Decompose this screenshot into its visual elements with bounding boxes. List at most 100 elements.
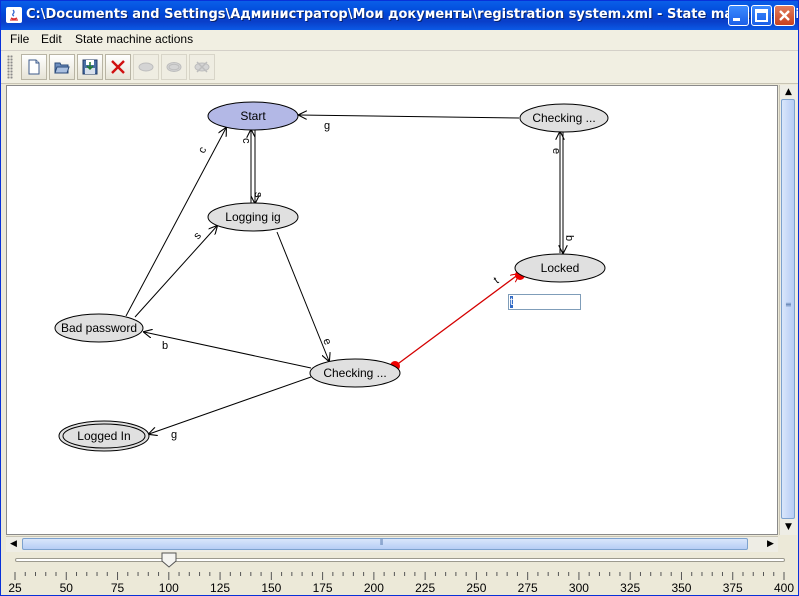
new-icon (28, 59, 40, 75)
horizontal-scroll-thumb[interactable]: ⦀ (22, 538, 748, 550)
transition-bad-password-to-start[interactable]: c (125, 128, 226, 317)
save-button[interactable] (77, 54, 103, 80)
zoom-panel: 25 50 75 100 125 150 175 200 225 250 275 300 325 350 3… (1, 552, 798, 595)
close-button[interactable] (774, 5, 795, 26)
transition-checking-top-to-start[interactable]: g (299, 115, 520, 132)
new-button[interactable] (21, 54, 47, 80)
grip-icon: ≡ (785, 300, 792, 309)
zoom-tick-label: 200 (363, 581, 384, 595)
zoom-tick-label: 275 (517, 581, 538, 595)
toolbar-grip[interactable] (7, 55, 13, 79)
zoom-slider-thumb[interactable] (161, 552, 177, 568)
diagram-canvas[interactable]: g s c b e c s (6, 85, 778, 535)
save-icon (82, 59, 98, 75)
toolbar (1, 51, 798, 84)
zoom-slider-track[interactable] (15, 558, 785, 562)
transition-label: e (550, 148, 562, 154)
zoom-tick-label: 350 (671, 581, 692, 595)
state-bad-password[interactable]: Bad password (54, 313, 144, 343)
scroll-up-arrow-icon[interactable]: ▲ (785, 87, 792, 97)
state-diagram[interactable]: g s c b e c s (7, 86, 777, 534)
state-label: Checking ... (323, 366, 386, 380)
zoom-tick-label: 250 (466, 581, 487, 595)
transition-start-to-logging[interactable]: s (252, 130, 264, 203)
zoom-tick-label: 100 (158, 581, 179, 595)
state-checking-mid[interactable]: Checking ... (309, 358, 401, 388)
state-label: Logging ig (225, 210, 280, 224)
delete-button[interactable] (105, 54, 131, 80)
menu-state-machine-actions[interactable]: State machine actions (75, 32, 194, 46)
state-logged-in[interactable]: Logged In (58, 420, 150, 452)
zoom-tick-label: 175 (312, 581, 333, 595)
transition-checking-top-to-locked[interactable]: b (563, 132, 575, 253)
zoom-tick-label: 150 (261, 581, 282, 595)
transition-label: s (252, 192, 264, 198)
state-label: Start (240, 109, 266, 123)
state-locked[interactable]: Locked (514, 253, 606, 283)
transition-label: b (563, 235, 575, 241)
title-bar[interactable]: C:\Documents and Settings\Администратор\… (1, 1, 798, 30)
horizontal-scrollbar[interactable]: ◀ ⦀ ▶ (6, 536, 778, 552)
state-logging[interactable]: Logging ig (207, 202, 299, 232)
transition-locked-to-checking-top[interactable]: e (550, 132, 562, 253)
maximize-button[interactable] (751, 5, 772, 26)
grip-icon: ⦀ (380, 538, 384, 547)
transition-label: s (191, 230, 204, 242)
zoom-tick-label: 375 (722, 581, 743, 595)
transition-label: c (240, 138, 252, 144)
scroll-right-arrow-icon[interactable]: ▶ (767, 539, 774, 549)
transition-label: g (171, 429, 177, 441)
add-state-icon (138, 62, 154, 72)
transition-logging-to-checking-mid[interactable]: e (276, 231, 334, 361)
delete-icon (111, 60, 125, 74)
window-title: C:\Documents and Settings\Администратор\… (26, 7, 799, 22)
close-icon (779, 10, 790, 21)
state-label: Logged In (77, 429, 130, 443)
add-final-state-icon (166, 62, 182, 72)
minimize-button[interactable] (728, 5, 749, 26)
state-label: Bad password (61, 321, 137, 335)
zoom-tick-label: 300 (568, 581, 589, 595)
zoom-tick-label: 75 (110, 581, 125, 595)
add-state-button[interactable] (133, 54, 159, 80)
vertical-scroll-thumb[interactable]: ≡ (781, 99, 795, 519)
transition-logging-to-start[interactable]: c (240, 130, 252, 203)
zoom-tick-label: 400 (773, 581, 795, 595)
java-app-icon (6, 7, 22, 23)
vertical-scrollbar[interactable]: ▲ ≡ ▼ (779, 85, 797, 535)
transition-label-editor[interactable]: t (508, 294, 581, 310)
transition-checking-mid-to-locked-selected[interactable]: t (390, 270, 525, 371)
editor-text: t (510, 296, 514, 308)
zoom-tick-label: 125 (210, 581, 231, 595)
scroll-left-arrow-icon[interactable]: ◀ (10, 539, 17, 549)
minimize-icon (733, 18, 740, 21)
scroll-down-arrow-icon[interactable]: ▼ (785, 522, 792, 532)
delete-state-icon (194, 61, 210, 73)
state-label: Locked (541, 261, 580, 275)
transition-label: e (320, 337, 333, 347)
delete-state-button[interactable] (189, 54, 215, 80)
state-label: Checking ... (532, 111, 595, 125)
zoom-tick-label: 25 (8, 581, 22, 595)
transition-label: g (324, 120, 330, 132)
zoom-tick-marks (14, 572, 785, 580)
transition-checking-mid-to-logged-in[interactable]: g (149, 376, 312, 441)
menu-edit[interactable]: Edit (41, 32, 62, 46)
zoom-tick-label: 50 (59, 581, 73, 595)
open-button[interactable] (49, 54, 75, 80)
zoom-tick-label: 325 (620, 581, 641, 595)
open-icon (54, 62, 70, 74)
transition-label: b (162, 340, 168, 352)
transition-label: c (196, 144, 209, 155)
maximize-icon (755, 9, 768, 22)
menu-bar: File Edit State machine actions (1, 30, 798, 51)
state-checking-top[interactable]: Checking ... (519, 103, 609, 133)
menu-file[interactable]: File (10, 32, 30, 46)
zoom-tick-label: 225 (415, 581, 436, 595)
transition-bad-password-to-logging[interactable]: s (134, 226, 217, 318)
add-final-state-button[interactable] (161, 54, 187, 80)
transition-checking-mid-to-bad-password[interactable]: b (144, 332, 312, 369)
transition-label: t (492, 275, 502, 286)
state-start[interactable]: Start (207, 101, 299, 131)
